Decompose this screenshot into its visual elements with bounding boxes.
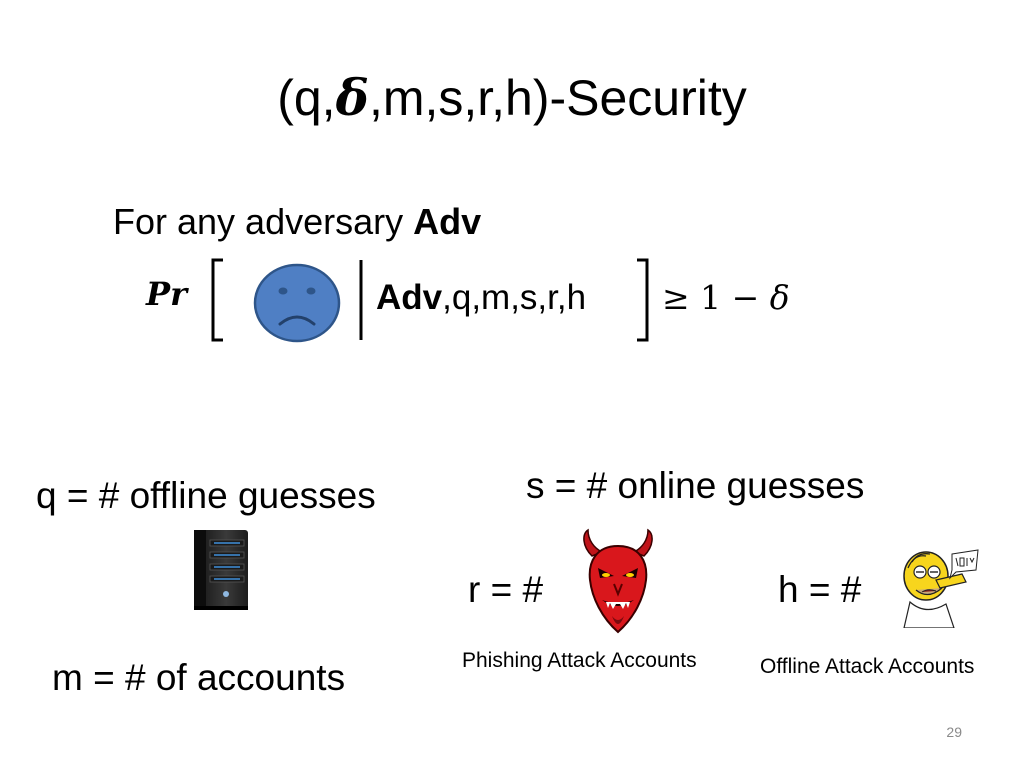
sad-face-icon <box>253 263 341 343</box>
intro-line: For any adversary Adv <box>113 200 481 244</box>
server-icon <box>194 530 248 610</box>
left-bracket <box>211 258 223 342</box>
title-delta-symbol: δ <box>335 68 369 127</box>
title-prefix: (q, <box>277 70 336 126</box>
definition-r: r = # <box>468 569 544 610</box>
formula-params: ,q,m,s,r,h <box>442 278 587 317</box>
page-number: 29 <box>946 724 962 740</box>
formula-bound-prefix: ≥ 1 − <box>662 278 770 317</box>
formula-probability: Pr <box>146 275 187 313</box>
homer-doh-icon <box>903 549 979 628</box>
caption-offline: Offline Attack Accounts <box>760 655 975 678</box>
caption-phishing: Phishing Attack Accounts <box>462 649 697 672</box>
formula-bound-delta: δ <box>769 278 790 317</box>
definition-s: s = # online guesses <box>526 465 865 506</box>
formula-bound: ≥ 1 − δ <box>662 276 790 320</box>
intro-text: For any adversary <box>113 201 414 242</box>
definition-m: m = # of accounts <box>52 657 346 698</box>
formula-adv: Adv <box>376 278 443 317</box>
given-bar <box>359 260 363 340</box>
formula-conditions: Adv,q,m,s,r,h <box>376 276 586 320</box>
title-suffix: ,m,s,r,h)-Security <box>368 70 747 126</box>
definition-q: q = # offline guesses <box>36 475 376 516</box>
slide-title: (q,δ,m,s,r,h)-Security <box>0 68 1024 128</box>
right-bracket <box>637 258 649 342</box>
intro-adversary: Adv <box>413 201 482 242</box>
definition-h: h = # <box>778 569 862 610</box>
devil-icon <box>583 528 653 634</box>
